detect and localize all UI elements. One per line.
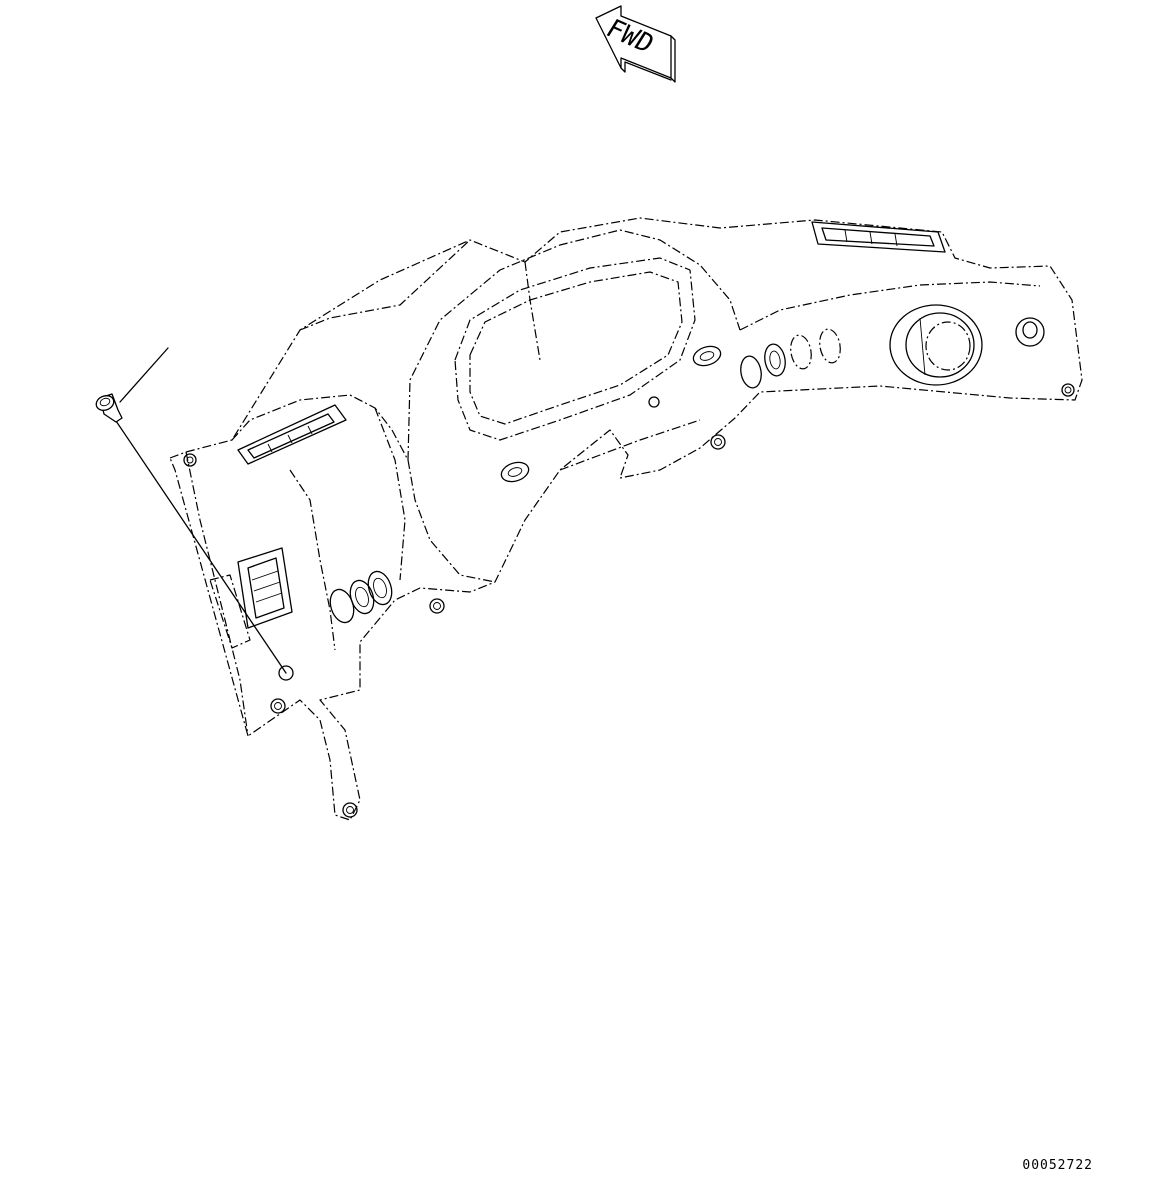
switch-cluster-left [329, 570, 393, 624]
plug-cap-icon [95, 393, 123, 423]
fwd-arrow-icon: FWD [595, 5, 676, 83]
top-right-vent [811, 221, 946, 253]
part-callout [95, 347, 287, 674]
left-vent [237, 547, 293, 629]
bolt-heads [183, 383, 1075, 818]
switch-cluster-right [740, 328, 841, 389]
rotary-knob-icon [1015, 317, 1045, 347]
top-left-vent [237, 404, 347, 465]
instrument-panel [169, 217, 1083, 821]
round-vent [889, 304, 983, 386]
leader-line [119, 347, 169, 403]
drawing-number: 00052722 [1022, 1158, 1093, 1173]
